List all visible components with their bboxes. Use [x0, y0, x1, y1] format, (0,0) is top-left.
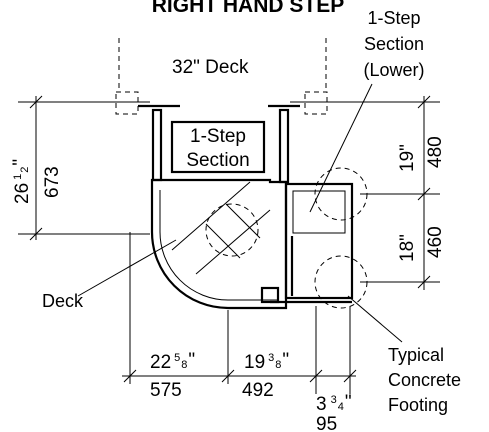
upper-step-label-line1: 1-Step	[190, 126, 246, 147]
left-dim-tick-top	[29, 95, 43, 109]
lower-step-label-line1: 1-Step	[367, 8, 420, 28]
bottom-mid-mm: 492	[242, 380, 274, 401]
bottom-dim-tick-4	[343, 369, 357, 383]
bottom-dim-tick-3	[309, 369, 323, 383]
right-lower-inches: 18"	[397, 234, 418, 262]
lower-step-label-line2: Section	[364, 34, 424, 54]
deck-32-label: 32" Deck	[172, 57, 249, 78]
bottom-dim-tick-1	[123, 369, 137, 383]
left-height-inches: 2612"	[10, 159, 33, 204]
right-dim-tick-top	[417, 95, 431, 109]
lower-step-leader	[309, 83, 373, 213]
footing-label-line1: Typical	[388, 345, 444, 365]
bottom-left-mm: 575	[150, 380, 182, 401]
lower-step-tread	[292, 190, 346, 234]
diagonal-brace-3	[205, 223, 241, 259]
footing-label-line2: Concrete	[388, 370, 461, 390]
upper-right-footing-circle	[314, 167, 368, 221]
right-dim-tick-bottom	[417, 275, 431, 289]
lower-step-label-line3: (Lower)	[363, 60, 424, 80]
corner-deck-inner-arc	[159, 190, 278, 301]
footing-leader	[347, 295, 403, 343]
bottom-right-mm: 95	[316, 414, 337, 432]
right-upper-mm: 480	[425, 136, 446, 168]
left-height-mm: 673	[42, 166, 63, 198]
bottom-dim-tick-2	[221, 369, 235, 383]
upper-step-label-line2: Section	[186, 150, 249, 171]
left-stringer	[151, 108, 163, 182]
left-post-footing	[115, 91, 139, 115]
left-dim-tick-bottom	[29, 227, 43, 241]
right-dim-tick-mid	[417, 187, 431, 201]
right-post-footing	[304, 91, 328, 115]
lower-step-outer	[284, 182, 354, 300]
corner-deck-outline	[150, 178, 288, 310]
deck-leader	[77, 239, 177, 297]
right-upper-inches: 19"	[397, 144, 418, 172]
diagram-title: RIGHT HAND STEP	[152, 0, 345, 17]
deck-label: Deck	[42, 291, 84, 311]
diagonal-brace-1	[171, 181, 251, 251]
upper-step-box	[170, 120, 266, 174]
right-stringer	[278, 108, 290, 184]
corner-footing-circle	[205, 203, 259, 257]
diagonal-brace-2	[195, 209, 271, 275]
lower-right-footing-circle	[314, 255, 368, 309]
diagonal-brace-4	[225, 203, 261, 239]
footing-label-line3: Footing	[388, 395, 448, 415]
right-lower-mm: 460	[425, 226, 446, 258]
